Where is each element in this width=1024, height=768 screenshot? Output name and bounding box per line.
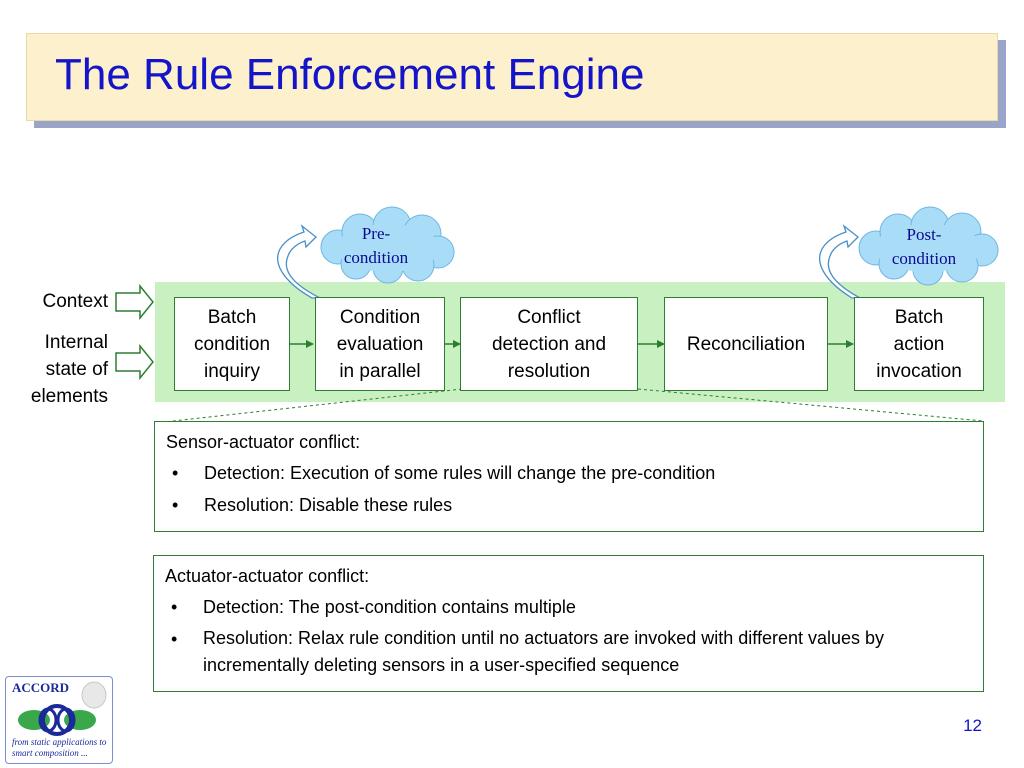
context-label: Context bbox=[42, 291, 108, 312]
bullet-marker: • bbox=[171, 629, 178, 649]
page-title: The Rule Enforcement Engine bbox=[55, 50, 645, 99]
bullet-text: Detection: Execution of some rules will … bbox=[204, 463, 716, 483]
page-number: 12 bbox=[963, 716, 982, 735]
context-input-arrow bbox=[115, 283, 154, 321]
stage-condition-evaluation: Condition evaluation in parallel bbox=[315, 297, 445, 391]
list-item: • Detection: The post-condition contains… bbox=[165, 593, 973, 621]
zoom-connector-left bbox=[154, 388, 463, 424]
list-item: • Resolution: Relax rule condition until… bbox=[165, 625, 973, 679]
bullet-text: Resolution: Relax rule condition until n… bbox=[203, 628, 885, 675]
title-bar: The Rule Enforcement Engine bbox=[26, 33, 998, 121]
post-condition-cloud bbox=[858, 206, 999, 286]
bullet-marker: • bbox=[172, 463, 179, 483]
zoom-connector-right bbox=[637, 388, 984, 422]
logo-wordmark: ACCORD bbox=[12, 680, 70, 695]
stage-label: Conflict detection and resolution bbox=[491, 306, 607, 382]
list-item: • Detection: Execution of some rules wil… bbox=[166, 459, 973, 487]
stage-label: Condition evaluation in parallel bbox=[336, 306, 424, 382]
internal-state-label: Internal state of elements bbox=[30, 332, 108, 407]
list-item: • Resolution: Disable these rules bbox=[166, 491, 973, 519]
logo-tagline: from static applications to smart compos… bbox=[12, 737, 107, 758]
internal-state-input-arrow bbox=[115, 343, 154, 381]
stage-label: Batch action invocation bbox=[876, 306, 962, 382]
stage-batch-action-invocation: Batch action invocation bbox=[854, 297, 984, 391]
bullet-marker: • bbox=[171, 597, 178, 617]
stage-batch-condition-inquiry: Batch condition inquiry bbox=[174, 297, 290, 391]
sensor-actuator-panel: Sensor-actuator conflict: • Detection: E… bbox=[154, 421, 984, 532]
pre-condition-cloud bbox=[320, 206, 455, 284]
logo-mark-icon bbox=[18, 681, 107, 736]
pre-condition-curved-arrow bbox=[277, 224, 321, 299]
post-condition-label: Post- condition bbox=[891, 225, 957, 268]
stage-label: Batch condition inquiry bbox=[193, 306, 271, 382]
bullet-text: Detection: The post-condition contains m… bbox=[203, 597, 576, 617]
panel-heading: Actuator-actuator conflict: bbox=[165, 566, 370, 586]
actuator-actuator-panel: Actuator-actuator conflict: • Detection:… bbox=[153, 555, 984, 692]
pre-condition-label: Pre- condition bbox=[343, 224, 409, 267]
stage-conflict-detection: Conflict detection and resolution bbox=[460, 297, 638, 391]
stage-label: Reconciliation bbox=[686, 333, 806, 355]
bullet-text: Resolution: Disable these rules bbox=[204, 495, 453, 515]
panel-heading: Sensor-actuator conflict: bbox=[166, 432, 361, 452]
accord-logo: ACCORD from static applications to smart… bbox=[5, 676, 113, 764]
post-condition-curved-arrow bbox=[819, 224, 861, 299]
bullet-marker: • bbox=[172, 495, 179, 515]
stage-reconciliation: Reconciliation bbox=[664, 297, 828, 391]
